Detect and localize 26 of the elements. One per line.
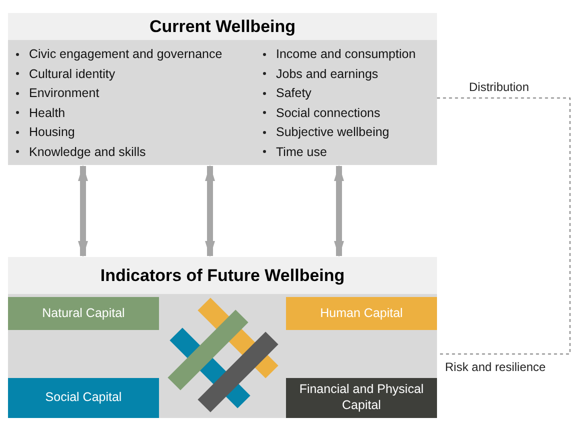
list-item: Housing [16, 124, 222, 140]
list-item: Health [16, 104, 222, 120]
dashed-connector [436, 98, 570, 354]
wellbeing-panel [8, 13, 437, 165]
double-arrow [334, 165, 344, 257]
list-item: Environment [16, 85, 222, 101]
list-item: Safety [263, 85, 416, 101]
capital-box: Financial and Physical Capital [286, 378, 437, 418]
edge-note: Distribution [469, 80, 530, 94]
panel-title: Indicators of Future Wellbeing [100, 266, 345, 286]
list-item: Income and consumption [263, 46, 416, 62]
list-item: Subjective wellbeing [263, 124, 416, 140]
list-item: Cultural identity [16, 66, 222, 82]
capital-box: Social Capital [8, 378, 159, 418]
capital-box: Natural Capital [8, 297, 159, 330]
list-item: Social connections [263, 104, 416, 120]
capital-box: Human Capital [286, 297, 437, 330]
list-item: Jobs and earnings [263, 66, 416, 82]
list-item: Knowledge and skills [16, 144, 222, 160]
double-arrow [205, 165, 215, 257]
list-item: Civic engagement and governance [16, 46, 222, 62]
future-wellbeing-panel [8, 257, 437, 418]
edge-note: Risk and resilience [445, 360, 546, 374]
panel-title: Current Wellbeing [149, 16, 296, 36]
list-item: Time use [263, 144, 416, 160]
double-arrow [78, 165, 88, 257]
